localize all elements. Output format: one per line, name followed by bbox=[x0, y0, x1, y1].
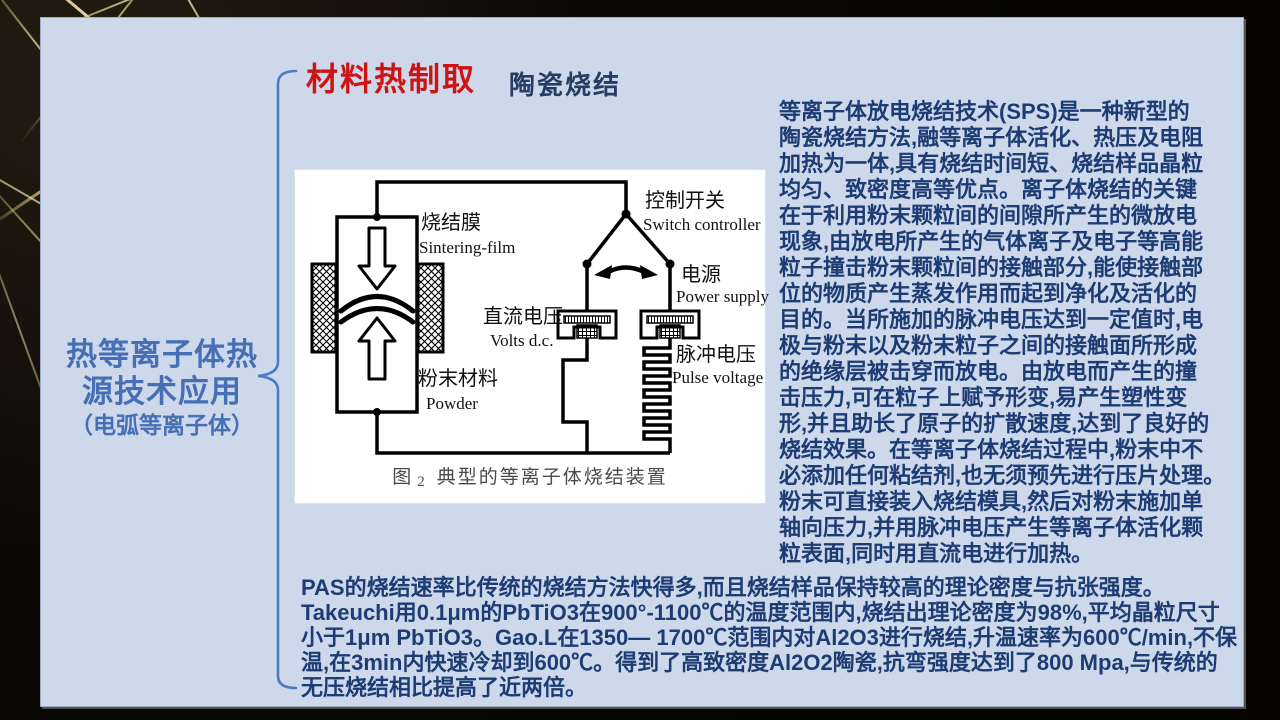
pressure-up-arrow bbox=[357, 316, 397, 381]
sps-description-text: 等离子体放电烧结技术(SPS)是一种新型的 陶瓷烧结方法,融等离子体活化、热压及… bbox=[779, 99, 1226, 566]
left-title-line2: 源技术应用 bbox=[82, 374, 242, 409]
label-power-en: Power supply bbox=[676, 287, 770, 306]
pressure-down-arrow bbox=[357, 226, 397, 291]
sample-arc-lower bbox=[338, 306, 416, 325]
label-power-cn: 电源 bbox=[681, 264, 721, 286]
sample-arc-upper bbox=[338, 294, 416, 314]
terminal-node bbox=[373, 408, 381, 416]
left-title-line3: （电弧等离子体） bbox=[70, 412, 254, 438]
label-dc-cn: 直流电压 bbox=[483, 306, 563, 328]
pulse-waveform bbox=[642, 338, 672, 453]
label-sintering-film-en: Sintering-film bbox=[419, 238, 516, 257]
label-switch-en: Switch controller bbox=[643, 215, 761, 234]
label-powder-en: Powder bbox=[426, 394, 478, 413]
switch-toggle-arrow bbox=[606, 265, 646, 275]
terminal-node bbox=[373, 213, 381, 221]
die-block-right bbox=[416, 262, 445, 354]
left-title-line1: 热等离子体热 bbox=[66, 337, 258, 372]
label-switch-cn: 控制开关 bbox=[645, 190, 725, 212]
switch-arm-right bbox=[624, 212, 672, 266]
label-powder-cn: 粉末材料 bbox=[418, 368, 498, 390]
presentation-slide: 材料热制取 陶瓷烧结 热等离子体热 源技术应用 （电弧等离子体） bbox=[40, 17, 1244, 707]
page-title: 材料热制取 bbox=[306, 61, 477, 97]
label-sintering-film-cn: 烧结膜 bbox=[421, 212, 481, 234]
label-pulse-en: Pulse voltage bbox=[672, 368, 764, 387]
figure-caption-text: 典型的等离子体烧结装置 bbox=[436, 467, 668, 488]
page-subtitle: 陶瓷烧结 bbox=[509, 70, 622, 100]
pulse-transformer bbox=[639, 309, 701, 340]
toggle-arrowhead-left bbox=[594, 265, 612, 279]
pas-results-text: PAS的烧结速率比传统的烧结方法快得多,而且烧结样品保持较高的理论密度与抗张强度… bbox=[301, 575, 1238, 700]
switch-pivot bbox=[621, 209, 631, 219]
label-dc-en: Volts d.c. bbox=[490, 331, 554, 350]
toggle-arrowhead-right bbox=[640, 265, 658, 279]
sintering-apparatus-figure: 烧结膜 Sintering-film 控制开关 Switch controlle… bbox=[294, 169, 770, 504]
switch-contact-right bbox=[665, 259, 675, 269]
grouping-brace bbox=[257, 69, 298, 690]
left-topic-title: 热等离子体热 源技术应用 （电弧等离子体） bbox=[43, 336, 281, 440]
apparatus-diagram bbox=[310, 180, 701, 455]
die-block-left bbox=[310, 262, 338, 354]
label-pulse-cn: 脉冲电压 bbox=[676, 344, 756, 366]
dc-transformer bbox=[556, 309, 618, 340]
switch-arm-left bbox=[585, 212, 628, 266]
top-wire bbox=[375, 180, 628, 217]
switch-contact-left bbox=[582, 259, 592, 269]
figure-caption-fig: 图 bbox=[392, 467, 414, 488]
figure-caption-number: 2 bbox=[417, 474, 427, 490]
bottom-wire bbox=[375, 412, 670, 455]
dc-waveform bbox=[561, 338, 589, 453]
